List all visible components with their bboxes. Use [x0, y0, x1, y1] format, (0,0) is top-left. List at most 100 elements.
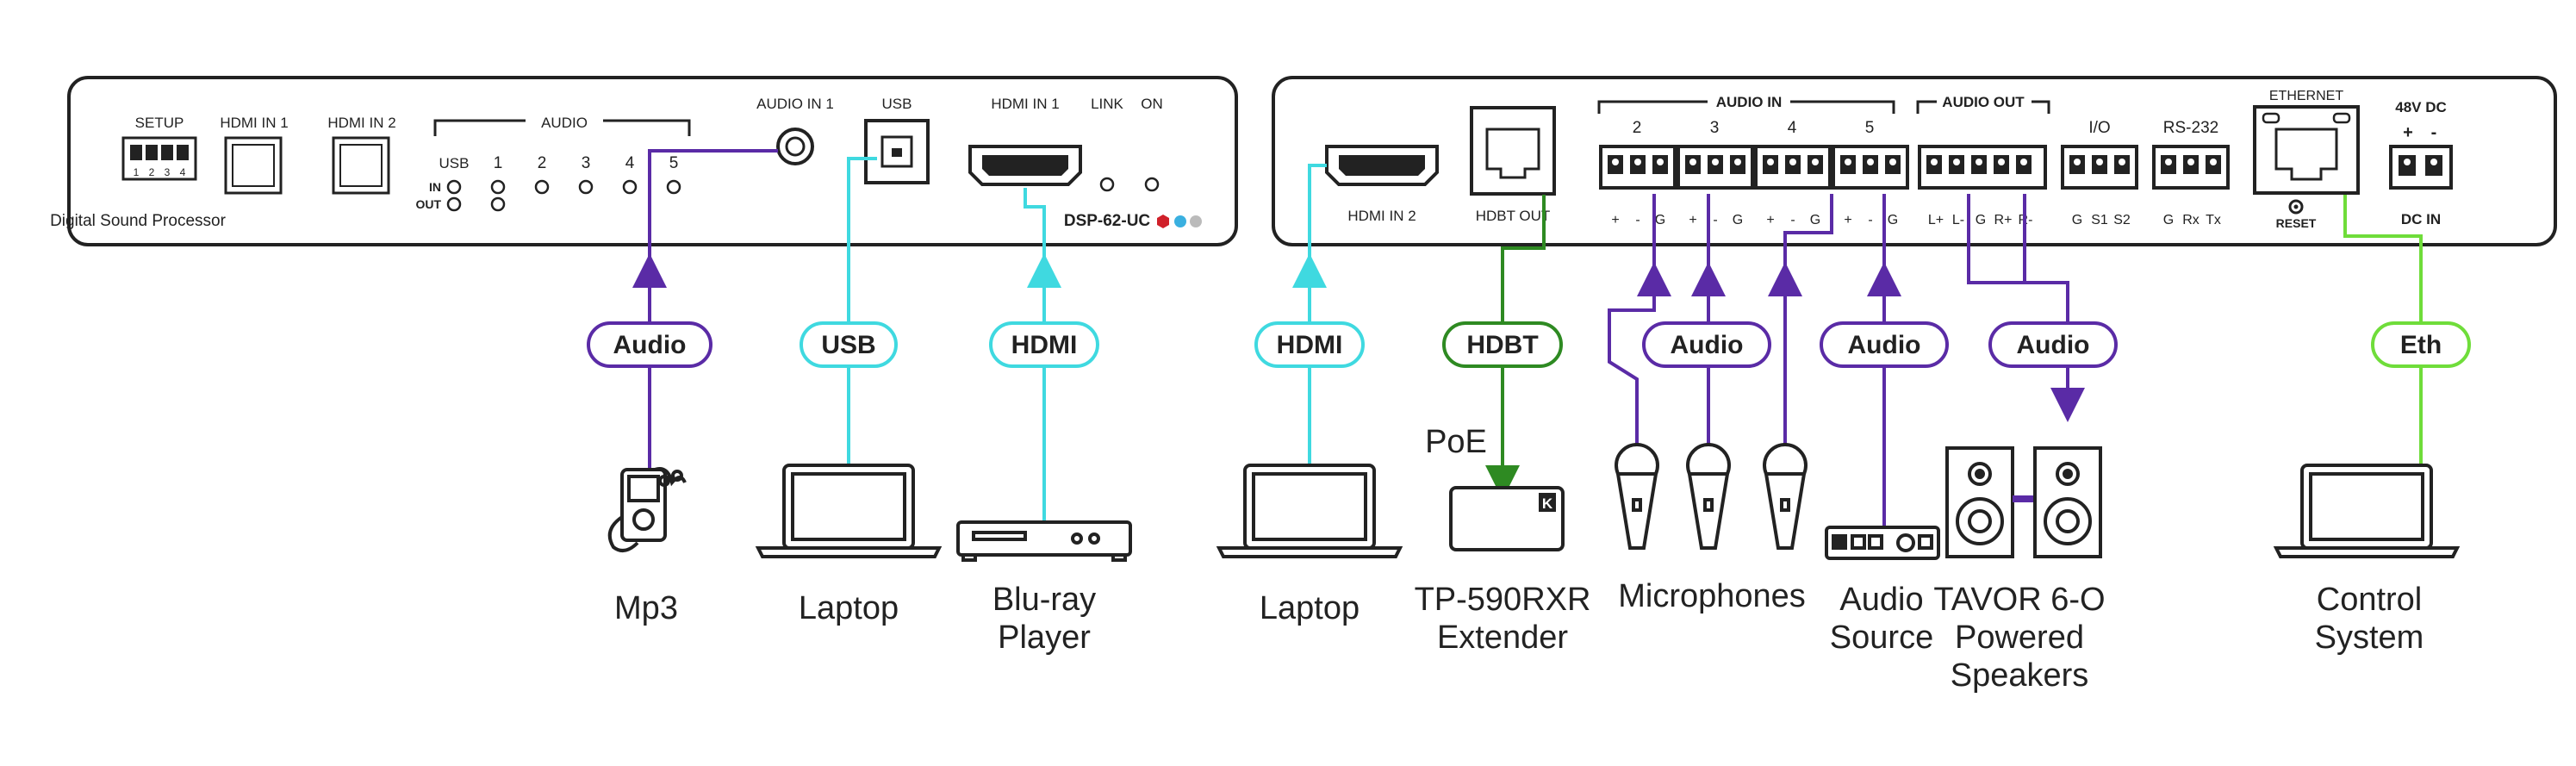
hdmi-2-cable [1308, 164, 1327, 483]
bluray-label-line1: Blu-ray [992, 582, 1096, 618]
audio-in-pin: - [1713, 213, 1717, 227]
usb-led-label: USB [439, 155, 470, 171]
audio-in-pin: - [1868, 213, 1872, 227]
out-audio-pill: Audio [1988, 321, 2118, 368]
dc-in-terminal-block[interactable] [2389, 145, 2453, 190]
extender-label-line2: Extender [1437, 620, 1568, 656]
audio-source-label-line1: Audio [1839, 582, 1923, 618]
hdbt-out-port-inner [1485, 128, 1540, 179]
audio-out-terminal-block[interactable] [1918, 145, 2047, 190]
brand-blue-dot [1174, 215, 1186, 227]
audio-source-label-line2: Source [1830, 620, 1933, 656]
microphone-3-icon [1763, 443, 1808, 550]
usb-out-led [446, 196, 462, 212]
laptop-1-label: Laptop [799, 590, 899, 626]
hdmi-1-pill-label: HDMI [1011, 331, 1078, 359]
laptop-2-label: Laptop [1260, 590, 1360, 626]
dc-in-label: DC IN [2401, 211, 2441, 227]
audio-in-terminal-blocks[interactable] [1599, 145, 1909, 190]
hdmi-in-1-button-inner [232, 144, 275, 187]
usb-port-tongue [892, 148, 902, 157]
model-label: DSP-62-UC [1064, 212, 1151, 230]
control-system-label-line1: Control [2317, 582, 2423, 618]
audio-5-led [666, 179, 681, 195]
audio-in-channel: 2 [1633, 119, 1642, 137]
usb-pill: USB [800, 321, 898, 368]
usb-cable [847, 157, 877, 483]
power-plus: + [2403, 123, 2413, 142]
poe-label: PoE [1425, 424, 1487, 460]
audio-4-led [622, 179, 638, 195]
audio-source-icon [1825, 526, 1940, 560]
hdbt-out-label: HDBT OUT [1476, 208, 1551, 224]
extender-brand-mark: K [1542, 495, 1553, 512]
front-panel: SETUP 1 2 3 4 HDMI IN 1 HDMI IN 2 AUDIO … [50, 76, 1238, 246]
mics-audio-pill-label: Audio [1671, 331, 1744, 359]
rs232-pin: G [2163, 213, 2174, 227]
setup-dip-switch[interactable]: 1 2 3 4 [121, 136, 197, 181]
speaker-right-icon [2033, 446, 2102, 558]
ethernet-label: ETHERNET [2269, 89, 2343, 103]
eth-pill: Eth [2371, 321, 2471, 368]
usb-port-label: USB [882, 96, 912, 112]
link-label: LINK [1091, 96, 1123, 112]
speakers-label-line3: Speakers [1951, 657, 2089, 694]
io-pin: G [2072, 213, 2082, 227]
io-label: I/O [2088, 119, 2110, 137]
control-system-label-line2: System [2315, 620, 2424, 656]
dip-number: 2 [149, 166, 155, 178]
audio-in-channel: 4 [1788, 119, 1797, 137]
audio-channel-number: 3 [582, 154, 591, 172]
hdmi-in-2-label: HDMI IN 2 [1347, 208, 1416, 224]
brand-red-dot [1157, 215, 1169, 228]
audio-out-pin: R+ [1994, 213, 2013, 227]
reset-label: RESET [2276, 216, 2317, 230]
audio-out-pin: L+ [1928, 213, 1944, 227]
extender-label-line1: TP-590RXR [1415, 582, 1591, 618]
speaker-left-icon [1945, 446, 2014, 558]
mic-3-cable [1783, 194, 1833, 457]
in-label: IN [429, 180, 441, 194]
hdmi-in-2-button-inner [339, 144, 383, 187]
power-minus: - [2431, 123, 2437, 142]
audio-in-pin: G [1655, 213, 1665, 227]
ethernet-port[interactable] [2253, 105, 2360, 195]
hdmi-in-1-port-label: HDMI IN 1 [991, 96, 1059, 112]
audio-out-pin: G [1976, 213, 1986, 227]
audio-1-pill: Audio [587, 321, 712, 368]
audio-channel-number: 4 [625, 154, 635, 172]
laptop-1-icon [755, 464, 943, 558]
out-audio-pill-label: Audio [2017, 331, 2090, 359]
reset-button-dot [2293, 204, 2299, 209]
audio-in-channel: 5 [1865, 119, 1875, 137]
rs232-pin: Tx [2206, 213, 2221, 227]
out-label: OUT [415, 197, 441, 211]
audio-channel-number: 2 [538, 154, 547, 172]
hdmi-2-pill-label: HDMI [1277, 331, 1343, 359]
io-terminal-block[interactable] [2061, 145, 2138, 190]
audio-channel-number: 1 [494, 154, 503, 172]
rs232-terminal-block[interactable] [2152, 145, 2230, 190]
dip-number: 1 [134, 166, 140, 178]
on-label: ON [1141, 96, 1163, 112]
audio-out-label: AUDIO OUT [1942, 94, 2025, 110]
laptop-2-icon [1216, 464, 1403, 558]
audio-in-pin: + [1844, 213, 1851, 227]
audio-in-pin: - [1635, 213, 1640, 227]
audio-in-label: AUDIO IN [1716, 94, 1783, 110]
brand-gray-dot [1190, 215, 1202, 227]
audio-in-pin: + [1689, 213, 1696, 227]
source-audio-pill: Audio [1820, 321, 1949, 368]
bluray-player-icon [956, 520, 1132, 562]
audio-2-led [534, 179, 550, 195]
setup-label: SETUP [135, 115, 184, 131]
dip-number: 3 [165, 166, 171, 178]
audio-channel-number: 5 [669, 154, 679, 172]
audio-in-pin: + [1611, 213, 1619, 227]
io-pin: S1 [2091, 213, 2108, 227]
extender-icon: K [1449, 486, 1565, 551]
hdbt-pill: HDBT [1442, 321, 1563, 368]
audio-out-pin: L- [1952, 213, 1964, 227]
mics-audio-pill: Audio [1642, 321, 1771, 368]
